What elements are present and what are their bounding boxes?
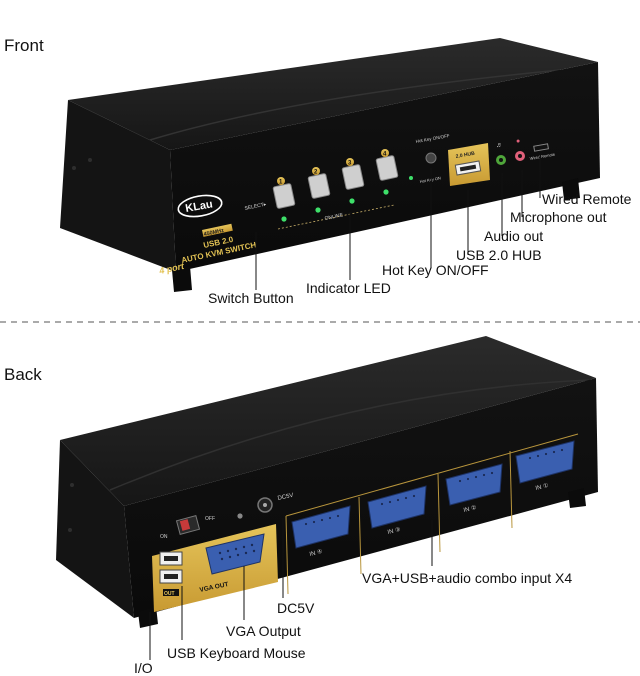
out-small-label: OUT <box>164 591 175 597</box>
input-label-4: IN ④ <box>309 548 323 558</box>
wired-remote-port <box>533 143 549 152</box>
indicator-leds <box>281 189 389 222</box>
back-left-end <box>56 440 134 618</box>
callout-vga-output: VGA Output <box>226 623 301 639</box>
vga-in-2 <box>445 463 503 506</box>
input-label-1: IN ① <box>535 482 549 492</box>
back-title: Back <box>4 365 42 384</box>
vga-in-4 <box>291 505 351 549</box>
screw <box>237 513 243 519</box>
switch-button-3 <box>341 164 365 190</box>
hotkey-on-label: Hot Key ON <box>419 175 441 184</box>
vga-in-1 <box>515 440 575 484</box>
callout-usb-hub: USB 2.0 HUB <box>456 247 542 263</box>
switch-button-1 <box>272 183 296 209</box>
power-off-label: OFF <box>205 516 215 522</box>
port-number-2: 2 <box>314 170 318 176</box>
switch-button-2 <box>307 173 331 199</box>
input-connectors: IN ④ IN ③ IN ② IN ① <box>291 440 575 558</box>
input-label-2: IN ② <box>463 504 477 514</box>
callout-switch-button: Switch Button <box>208 290 294 306</box>
front-title: Front <box>4 36 44 55</box>
back-device: ON OFF DC5V VGA OUT OUT <box>56 336 598 628</box>
vga-in-3 <box>367 485 427 529</box>
resolution-label: 450MHz <box>203 228 225 238</box>
port-number-1: 1 <box>279 180 283 186</box>
port-number-4: 4 <box>383 152 387 158</box>
callout-io: I/O <box>134 660 153 676</box>
back-top-panel <box>60 336 596 506</box>
rear-dividers <box>285 433 579 595</box>
led-3 <box>349 198 355 204</box>
back-leader-lines <box>149 518 433 660</box>
led-2 <box>315 207 321 213</box>
callout-usb-keyboard-mouse: USB Keyboard Mouse <box>167 645 306 661</box>
front-leader-lines <box>255 156 541 290</box>
online-label: ONLINE <box>324 212 344 222</box>
port-number-3: 3 <box>348 161 352 167</box>
front-left-end <box>60 100 176 272</box>
dc-small-label: DC5V <box>277 493 294 502</box>
front-device: KLau 450MHz USB 2.0 AUTO KVM SWITCH 4 po… <box>60 38 600 292</box>
input-label-3: IN ③ <box>387 526 401 536</box>
callout-hot-key: Hot Key ON/OFF <box>382 262 489 278</box>
usb-hub-small-label: 2.0 HUB <box>455 151 475 160</box>
front-top-panel <box>68 38 598 150</box>
callout-wired-remote: Wired Remote <box>542 191 632 207</box>
speaker-icon: ♬ <box>496 142 503 149</box>
led-4 <box>383 189 389 195</box>
power-on-label: ON <box>160 534 168 540</box>
switch-buttons: 1 2 3 4 <box>272 149 399 209</box>
mic-icon: ● <box>516 138 520 145</box>
switch-button-4 <box>375 155 399 181</box>
wired-remote-small-label: Wired Remote <box>529 151 556 160</box>
callout-combo-input: VGA+USB+audio combo input X4 <box>362 570 573 586</box>
callout-microphone-out: Microphone out <box>510 209 607 225</box>
led-1 <box>281 216 287 222</box>
brand-logo <box>177 194 223 218</box>
callout-audio-out: Audio out <box>484 228 544 244</box>
hotkey-button <box>425 152 437 164</box>
callout-dc5v: DC5V <box>277 600 315 616</box>
vga-out-connector <box>205 533 265 575</box>
select-label: SELECT▸ <box>244 201 267 212</box>
hotkey-small-label: Hot Key ON/OFF <box>415 133 450 144</box>
brand-text: KLau <box>184 198 213 215</box>
callout-indicator-led: Indicator LED <box>306 280 391 296</box>
